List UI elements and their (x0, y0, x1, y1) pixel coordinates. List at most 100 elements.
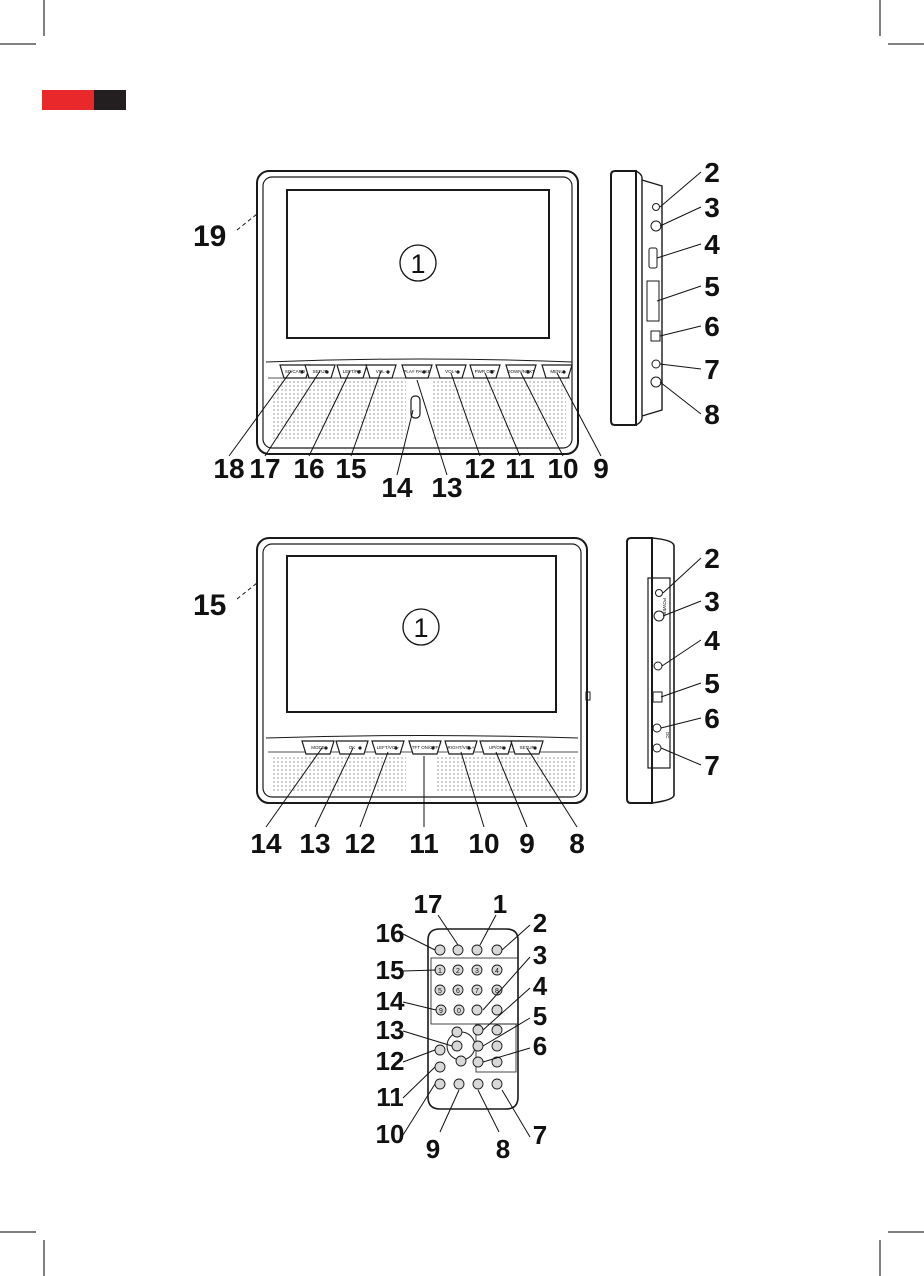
device-b-side-callout-3-leader (663, 601, 701, 616)
callout-labels: 1817161514131211109234567814131211109823… (213, 157, 720, 1164)
device-a-callout-17: 17 (249, 453, 280, 484)
device-a-front (257, 171, 578, 454)
device-b-button-dot (394, 746, 397, 749)
remote-button (492, 1025, 502, 1035)
device-b-screen-label: 1 (413, 613, 428, 643)
remote-bottom-callout-9-leader (440, 1090, 459, 1132)
remote-top-callout-1: 1 (493, 889, 507, 919)
remote-right-callout-2: 2 (533, 908, 547, 938)
remote-button (473, 1057, 483, 1067)
device-b-side-callout-7: 7 (704, 750, 720, 781)
remote-right-callout-4: 4 (533, 971, 548, 1001)
remote-right-callout-6-leader (483, 1048, 530, 1062)
remote-digit-key-label: 6 (456, 988, 460, 995)
device-b-side-dc-text: DC (665, 732, 670, 739)
remote-left-callout-12: 12 (376, 1046, 405, 1076)
device-b-callout-9: 9 (519, 828, 535, 859)
remote-button (435, 945, 445, 955)
device-b-callout-10: 10 (468, 828, 499, 859)
device-a-screen-label: 1 (410, 249, 425, 279)
remote-button (492, 945, 502, 955)
remote-button (473, 1079, 483, 1089)
remote-left-callout-16-leader (403, 934, 435, 950)
device-a-callout-13: 13 (431, 472, 462, 503)
device-b-side-callout-4: 4 (704, 625, 720, 656)
device-b-button-label: MODE (311, 745, 325, 750)
remote-button (492, 1079, 502, 1089)
device-a-button-dot (386, 370, 389, 373)
remote-right-callout-7-leader (502, 1090, 530, 1137)
remote-left-callout-11-leader (403, 1067, 435, 1098)
device-a-side-callout-3-leader (660, 207, 701, 226)
remote-right-callout-3-leader (483, 957, 530, 1010)
device-a-side (611, 171, 662, 425)
device-b-button-dot (358, 746, 361, 749)
device-a-side-callout-7: 7 (704, 354, 720, 385)
device-b-side-callout-5-leader (661, 683, 701, 697)
remote-right-callout-6: 6 (533, 1031, 547, 1061)
device-a-side-callout-8-leader (660, 382, 701, 414)
device-b-callout-11: 11 (409, 828, 439, 859)
remote-right-callout-5-leader (483, 1018, 530, 1046)
device-a-button-label: PLAY PAUSE (403, 369, 430, 374)
device-b-callout-12: 12 (344, 828, 375, 859)
device-b-side-power-text: POWER (662, 598, 667, 616)
remote-left-callout-11: 11 (376, 1082, 404, 1112)
remote-button (454, 1079, 464, 1089)
device-b-callout-13: 13 (299, 828, 330, 859)
device-b-button-dot (431, 746, 434, 749)
device-a-callout-12: 12 (464, 453, 495, 484)
device-a-callout-14: 14 (381, 472, 413, 503)
device-a-side-callout-5-leader (657, 286, 701, 301)
device-b-button-label: UP/ON (489, 745, 503, 750)
remote-button (452, 1041, 462, 1051)
remote-bottom-callout-8: 8 (496, 1134, 510, 1164)
remote-left-callout-10: 10 (376, 1119, 405, 1149)
remote-left-callout-10-leader (403, 1084, 435, 1135)
remote-button (472, 945, 482, 955)
remote-button (453, 945, 463, 955)
remote-button (456, 1056, 466, 1066)
device-a-side-callout-6-leader (660, 326, 701, 336)
remote-digit-key-label: 5 (438, 988, 442, 995)
device-b-button-dot (467, 746, 470, 749)
remote-button (492, 1005, 502, 1015)
header-red-bar (42, 90, 94, 110)
remote-bottom-callout-8-leader (478, 1090, 499, 1132)
device-a-button-dot (422, 370, 425, 373)
remote-left-callout-14: 14 (376, 986, 405, 1016)
remote-top-callout-17-leader (438, 915, 458, 945)
device-a-callout-16: 16 (293, 453, 324, 484)
device-a-button-dot (325, 370, 328, 373)
remote-right-callout-5: 5 (533, 1001, 547, 1031)
device-b-side-callout-5: 5 (704, 668, 720, 699)
remote-digit-key-label: 7 (475, 988, 479, 995)
device-a-callout-18: 18 (213, 453, 244, 484)
remote-left-callout-15: 15 (376, 955, 405, 985)
device-b-side (627, 538, 674, 803)
device-a-side-callout-4: 4 (704, 229, 720, 260)
remote-digit-key-label: 1 (438, 968, 442, 975)
remote-digit-key-label: 9 (439, 1008, 443, 1015)
device-b-side-callout-4-leader (662, 640, 701, 666)
device-b-button-dot (502, 746, 505, 749)
device-b-side-callout-2-leader (663, 558, 701, 593)
device-a-side-callout-3: 3 (704, 192, 720, 223)
device-a-callout-11: 11 (505, 453, 535, 484)
remote-left-callout-13: 13 (376, 1015, 405, 1045)
device-a-button-dot (456, 370, 459, 373)
device-a-callout-19: 19 (193, 220, 226, 253)
remote-right-callout-3: 3 (533, 940, 547, 970)
device-a-side-callout-8: 8 (704, 399, 720, 430)
device-a-button-dot (526, 370, 529, 373)
device-b-callout-8: 8 (569, 828, 585, 859)
device-a-button-dot (562, 370, 565, 373)
device-a-side-callout-4-leader (657, 244, 701, 258)
device-a-callout-10: 10 (547, 453, 578, 484)
remote-digit-key-label: 2 (456, 968, 460, 975)
remote-button (452, 1027, 462, 1037)
device-a-side-callout-2: 2 (704, 157, 720, 188)
header-dark-bar (94, 90, 126, 110)
remote-left-callout-16: 16 (376, 918, 405, 948)
